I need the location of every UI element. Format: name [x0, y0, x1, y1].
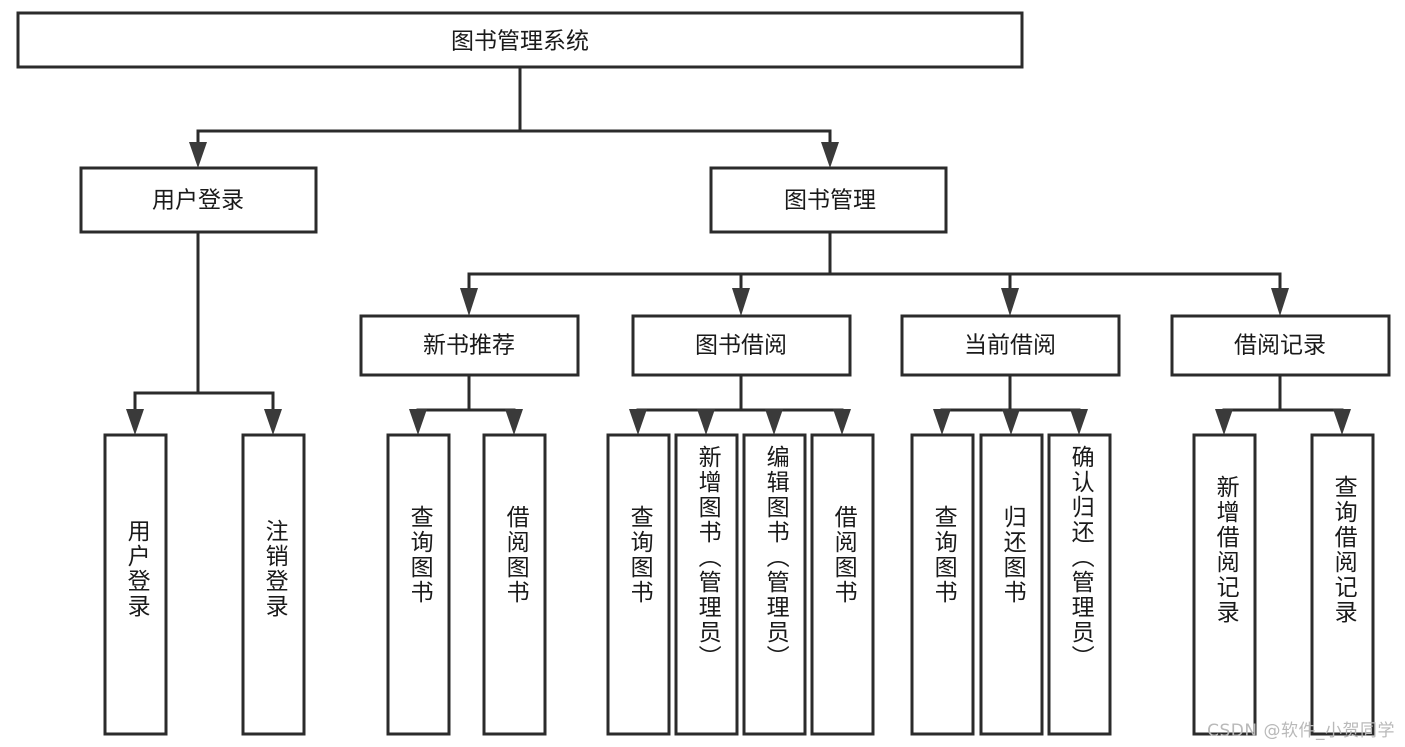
leaf-label-nb-query-books: 查询图书: [406, 505, 433, 605]
leaf-label-cu-return-book: 归还图书: [999, 505, 1026, 605]
arrow-icon-to-leaf-user-login: [126, 409, 144, 435]
leaf-label-wrap-bw-edit-book-admin: 编辑图书（管理员）: [744, 435, 805, 734]
leaf-label-wrap-cu-confirm-return-admin: 确认归还（管理员）: [1049, 435, 1110, 734]
leaf-label-wrap-cu-query-books: 查询图书: [912, 435, 973, 734]
node-user-login[interactable]: [79, 166, 318, 234]
node-label-new-book-recommend: 新书推荐: [423, 333, 515, 359]
leaf-box-nb-query-books[interactable]: [386, 433, 451, 736]
arrow-icon-to-leaf-cu-3: [1070, 409, 1088, 435]
leaf-label-rc-add-record: 新增借阅记录: [1212, 475, 1239, 625]
leaf-box-cu-confirm-return-admin[interactable]: [1047, 433, 1112, 736]
leaf-box-bw-borrow-book[interactable]: [810, 433, 875, 736]
leaf-label-wrap-nb-borrow-books: 借阅图书: [484, 435, 545, 734]
node-book-borrow[interactable]: [631, 314, 852, 377]
arrow-icon-to-records: [1271, 288, 1289, 316]
node-root-system[interactable]: [16, 11, 1024, 69]
leaf-label-bw-borrow-book: 借阅图书: [830, 505, 857, 605]
leaf-label-bw-add-book-admin: 新增图书（管理员）: [694, 445, 721, 670]
node-new-book-recommend[interactable]: [359, 314, 580, 377]
leaf-label-cu-confirm-return-admin: 确认归还（管理员）: [1067, 445, 1094, 670]
arrow-icon-to-leaf-nb-2: [505, 409, 523, 435]
leaf-label-rc-query-record: 查询借阅记录: [1330, 475, 1357, 625]
arrowhead-layer: [126, 142, 1351, 435]
arrow-icon-to-user-login: [189, 142, 207, 168]
arrow-icon-to-leaf-nb-1: [409, 409, 427, 435]
arrow-icon-to-current: [1001, 288, 1019, 316]
leaf-box-rc-query-record[interactable]: [1310, 433, 1375, 736]
node-label-book-management: 图书管理: [784, 188, 876, 214]
leaf-box-rc-add-record[interactable]: [1192, 433, 1257, 736]
leaf-label-wrap-rc-query-record: 查询借阅记录: [1312, 435, 1373, 734]
node-label-book-borrow: 图书借阅: [695, 333, 787, 359]
node-label-borrow-records: 借阅记录: [1234, 333, 1326, 359]
arrow-icon-to-leaf-rc-1: [1215, 409, 1233, 435]
arrow-icon-to-leaf-rc-2: [1333, 409, 1351, 435]
leaf-box-cu-return-book[interactable]: [979, 433, 1044, 736]
node-label-current-borrow: 当前借阅: [964, 333, 1056, 359]
leaf-box-nb-borrow-books[interactable]: [482, 433, 547, 736]
node-label-root-system: 图书管理系统: [451, 29, 589, 55]
arrow-icon-to-new-books: [460, 288, 478, 316]
leaf-label-wrap-bw-borrow-book: 借阅图书: [812, 435, 873, 734]
node-layer: [16, 11, 1391, 736]
leaf-label-user-login: 用户登录: [123, 519, 150, 619]
leaf-label-nb-borrow-books: 借阅图书: [502, 505, 529, 605]
label-layer: 图书管理系统 用户登录 图书管理 新书推荐 图书借阅 当前借阅 借阅记录: [152, 29, 1326, 359]
arrow-icon-to-leaf-bw-3: [765, 409, 783, 435]
leaf-label-cu-query-books: 查询图书: [930, 505, 957, 605]
leaf-box-logout[interactable]: [241, 433, 306, 736]
leaf-label-wrap-bw-add-book-admin: 新增图书（管理员）: [676, 435, 737, 734]
leaf-box-bw-edit-book-admin[interactable]: [742, 433, 807, 736]
arrow-icon-to-leaf-bw-2: [697, 409, 715, 435]
node-book-management[interactable]: [709, 166, 948, 234]
node-borrow-records[interactable]: [1170, 314, 1391, 377]
arrow-icon-to-leaf-bw-1: [629, 409, 647, 435]
leaf-box-bw-query-books[interactable]: [606, 433, 671, 736]
leaf-label-wrap-nb-query-books: 查询图书: [388, 435, 449, 734]
arrow-icon-to-book-mgmt: [821, 142, 839, 168]
leaf-label-wrap-user-login: 用户登录: [105, 435, 166, 734]
leaf-label-wrap-bw-query-books: 查询图书: [608, 435, 669, 734]
leaf-label-wrap-logout: 注销登录: [243, 435, 304, 734]
leaf-label-wrap-cu-return-book: 归还图书: [981, 435, 1042, 734]
leaf-box-user-login[interactable]: [103, 433, 168, 736]
leaf-label-bw-query-books: 查询图书: [626, 505, 653, 605]
arrow-icon-to-leaf-cu-1: [933, 409, 951, 435]
arrow-icon-to-leaf-cu-2: [1002, 409, 1020, 435]
arrow-icon-to-leaf-logout: [264, 409, 282, 435]
leaf-label-logout: 注销登录: [261, 519, 288, 619]
arrow-icon-to-leaf-bw-4: [833, 409, 851, 435]
node-label-user-login: 用户登录: [152, 188, 244, 214]
leaf-box-bw-add-book-admin[interactable]: [674, 433, 739, 736]
leaf-label-wrap-rc-add-record: 新增借阅记录: [1194, 435, 1255, 734]
csdn-watermark: CSDN @软件_小贺同学: [1207, 721, 1395, 741]
arrow-icon-to-borrow: [732, 288, 750, 316]
node-current-borrow[interactable]: [900, 314, 1121, 377]
leaf-label-bw-edit-book-admin: 编辑图书（管理员）: [762, 445, 789, 670]
leaf-box-cu-query-books[interactable]: [910, 433, 975, 736]
